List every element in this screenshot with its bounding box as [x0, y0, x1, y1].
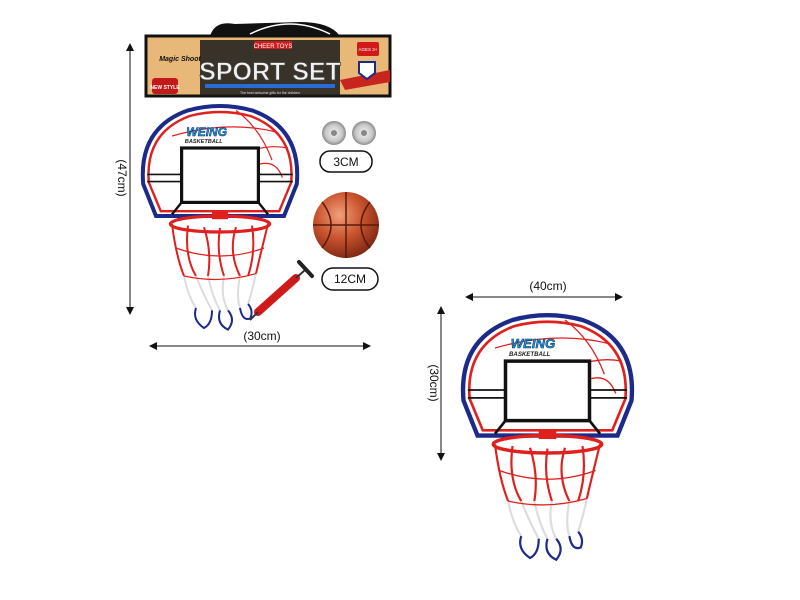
tagline-text: The best welcome gifts for the children: [240, 91, 300, 95]
ball-size: 12CM: [334, 272, 366, 286]
board-width-label: (40cm): [529, 279, 566, 293]
backboard-logo-package: WEING BASKETBALL: [185, 125, 228, 145]
badge-text: NEW STYLE: [150, 85, 180, 91]
backboard-logo-assembled: WEING BASKETBALL: [509, 336, 555, 358]
suction-cup-size: 3CM: [333, 155, 358, 169]
logo-basketball: BASKETBALL: [509, 351, 551, 358]
package-width-label: (30cm): [243, 329, 280, 343]
package-height-label: (47cm): [115, 159, 129, 196]
logo-basketball: BASKETBALL: [185, 139, 223, 145]
title-text: SPORT SET: [199, 58, 341, 86]
new-style-badge: [152, 78, 178, 94]
brand-text: CHEER TOYS: [254, 44, 293, 50]
board-height-label: (30cm): [427, 364, 441, 401]
pump-icon: [249, 260, 314, 321]
header-card: CHEER TOYS SPORT SET Magic Shoot NEW STY…: [144, 22, 392, 98]
suction-cup-size-pill: [319, 150, 373, 173]
basketball-icon: [313, 192, 379, 258]
ball-size-pill: [321, 267, 379, 291]
logo-weing: WEING: [511, 336, 555, 351]
shield-icon: [358, 61, 376, 81]
brand-banner: [254, 41, 292, 49]
subtitle-text: Magic Shoot: [159, 56, 201, 63]
logo-weing: WEING: [186, 125, 227, 139]
age-text: AGES 3+: [359, 47, 378, 52]
